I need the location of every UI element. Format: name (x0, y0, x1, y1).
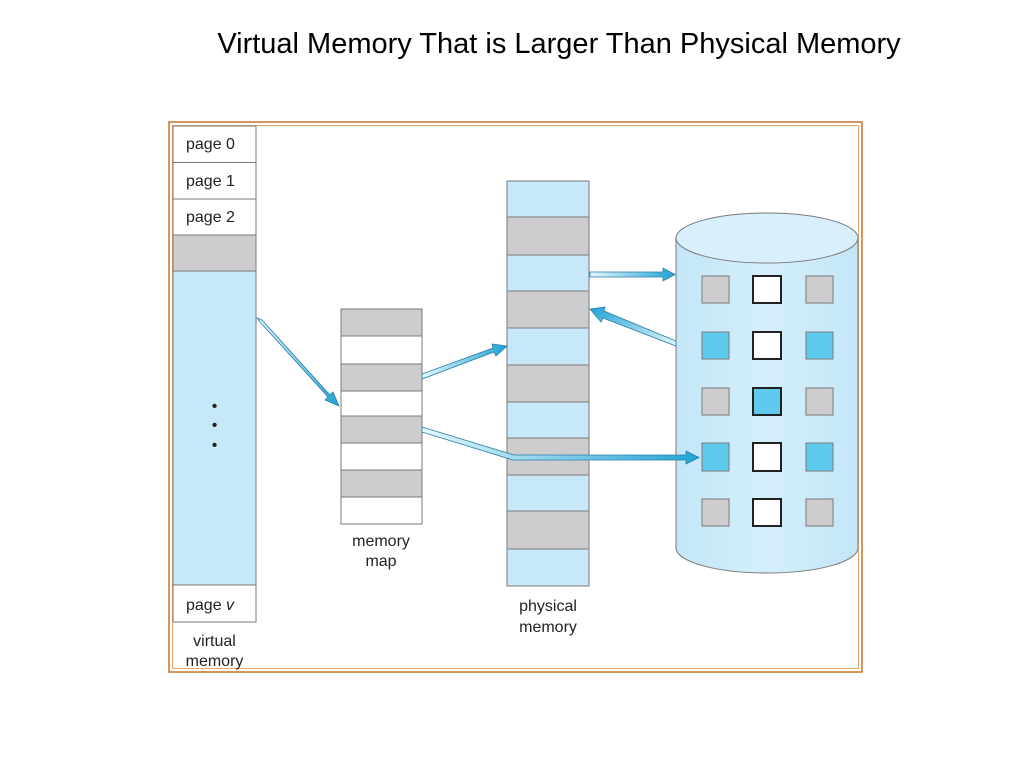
virtual-memory-caption-line2: memory (186, 653, 244, 670)
disk-top (675, 212, 859, 264)
disk-block (752, 331, 782, 360)
memory-map: memory map (340, 308, 423, 570)
disk-block (805, 387, 834, 416)
virtual-memory-column: page 0 page 1 page 2 page v • • • virtua… (172, 125, 257, 670)
memory-map-entry (340, 442, 423, 471)
disk-block (752, 442, 782, 472)
map-to-disk-arrow (421, 426, 700, 465)
memory-map-entry (340, 390, 423, 417)
vm-dot: • (212, 398, 218, 415)
disk-block (805, 442, 834, 472)
disk-block (701, 331, 730, 360)
map-to-frame-arrow (421, 343, 508, 380)
memory-map-caption-line2: map (365, 553, 396, 570)
vm-page-0-label: page 0 (186, 136, 235, 153)
physical-frame (506, 510, 590, 550)
frame-to-disk-arrow (589, 267, 676, 282)
disk-block (752, 498, 782, 527)
vm-page-v-cell (172, 584, 257, 623)
disk-block (752, 387, 782, 416)
disk-block (701, 498, 730, 527)
disk-block (701, 387, 730, 416)
vm-page-cell (172, 125, 257, 163)
vm-page-v-label: page v (186, 597, 235, 614)
vm-dot: • (212, 437, 218, 454)
memory-map-entry (340, 363, 423, 392)
disk-block (752, 275, 782, 304)
virtual-memory-caption-line1: virtual (193, 633, 236, 650)
disk-block (701, 442, 730, 472)
memory-map-entry (340, 496, 423, 525)
physical-memory-caption-line2: memory (519, 619, 577, 636)
virtual-memory-blue-region (172, 270, 257, 586)
memory-map-entry (340, 308, 423, 337)
vm-page-cell (172, 162, 257, 200)
vm-to-map-arrow (255, 317, 340, 407)
disk-block (701, 275, 730, 304)
slide-title: Virtual Memory That is Larger Than Physi… (217, 28, 901, 60)
disk-cylinder (675, 212, 859, 574)
vm-dot: • (212, 417, 218, 434)
vm-page-2-label: page 2 (186, 209, 235, 226)
physical-memory-caption-line1: physical (519, 598, 577, 615)
memory-map-entry (340, 335, 423, 365)
disk-block (805, 498, 834, 527)
physical-frame (506, 216, 590, 256)
vm-gray-page (172, 234, 257, 272)
disk-to-frame-arrow (589, 306, 677, 347)
memory-map-caption-line1: memory (352, 533, 410, 550)
mapping-arrows (255, 267, 700, 465)
memory-map-entry (340, 415, 423, 444)
physical-frame (506, 290, 590, 329)
disk-block (805, 331, 834, 360)
disk-block (805, 275, 834, 304)
physical-frame (506, 364, 590, 403)
physical-memory: physical memory (506, 180, 590, 636)
memory-map-entry (340, 469, 423, 498)
vm-page-1-label: page 1 (186, 173, 235, 190)
